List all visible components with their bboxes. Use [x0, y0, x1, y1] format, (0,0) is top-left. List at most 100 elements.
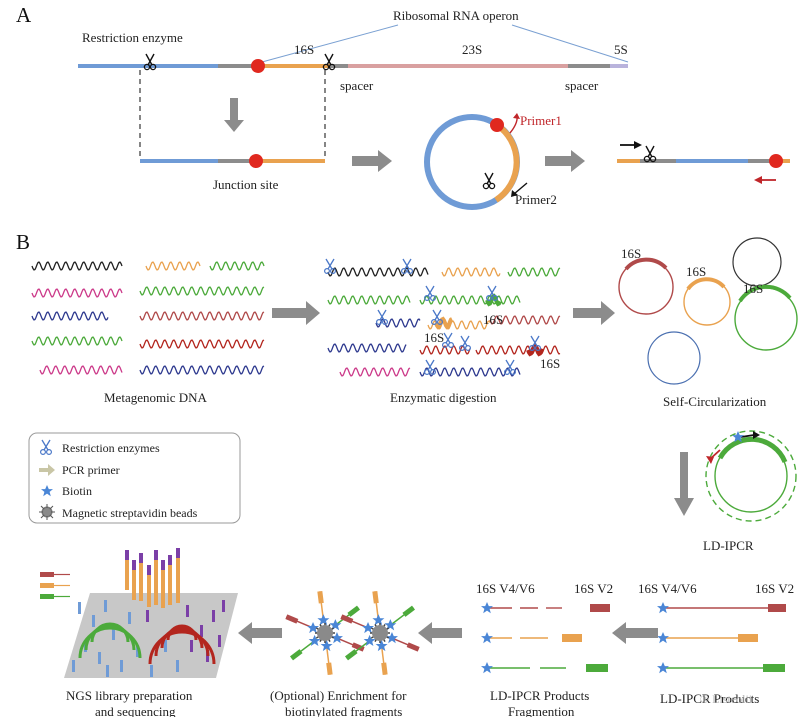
bead-cluster [340, 591, 420, 675]
legend-box [28, 432, 241, 524]
read-bar [168, 565, 172, 605]
dna-strand [489, 315, 561, 325]
read-arc [84, 624, 136, 651]
panel-a-letter: A [16, 3, 32, 27]
reverse-primer-arrow [754, 176, 776, 184]
primer1-label: Primer1 [520, 113, 562, 128]
read-bar [146, 610, 149, 622]
read-bar [112, 628, 115, 640]
read-bar [176, 660, 179, 672]
legend-item-label: Restriction enzymes [62, 441, 160, 455]
dna-strand [327, 267, 429, 277]
junction-site-label: Junction site [213, 177, 279, 192]
read-bar [150, 665, 153, 677]
down-arrow [674, 452, 694, 516]
ngs-legend-mini [40, 572, 70, 599]
sequencing-flowcell [64, 593, 238, 678]
right-arrow [573, 301, 615, 325]
read-bar [132, 560, 136, 570]
dna-strand [327, 295, 411, 305]
scissors-icon [375, 309, 389, 326]
read-bar [128, 612, 131, 624]
scissors-icon [482, 172, 496, 190]
read-bar [98, 652, 101, 664]
dna-strand [139, 286, 265, 296]
gene-23s-label: 23S [462, 42, 482, 57]
bead-clusters [285, 591, 420, 675]
read-bar [168, 555, 172, 565]
circularized-molecules [618, 237, 798, 385]
ngs-title-line2: and sequencing [95, 704, 176, 717]
self-circularization-label: Self-Circularization [663, 394, 767, 409]
metagenomic-dna-waves [31, 261, 265, 375]
dna-strand [339, 367, 411, 377]
bead-icon [39, 504, 55, 520]
dna-strand [441, 267, 501, 277]
fragmentation-left-label: 16S V4/V6 [476, 581, 535, 596]
circle-16s-label: 16S [743, 281, 763, 296]
sequencing-reads [72, 548, 225, 677]
digested-dna-waves [327, 267, 561, 377]
dna-strand [419, 295, 521, 305]
dna-strand [209, 261, 265, 271]
fragment-16s-label: 16S [540, 356, 560, 371]
read-bar [218, 635, 221, 647]
fragmented-lines [488, 604, 610, 672]
primer2-arrow [513, 182, 528, 195]
scissors-icon [323, 258, 337, 275]
read-bar [136, 645, 139, 657]
junction-dot-fragment [249, 154, 263, 168]
circle-16s-label: 16S [686, 264, 706, 279]
junction-dot-genome [251, 59, 265, 73]
dna-strand [31, 311, 109, 321]
dna-strand [475, 345, 561, 355]
star-icon [372, 614, 385, 626]
bead-cluster [285, 591, 365, 675]
right-arrow [272, 301, 320, 325]
dna-strand [31, 336, 123, 346]
fragment-16s-label: 16S [424, 330, 444, 345]
down-arrow [224, 98, 244, 132]
left-arrow [612, 622, 658, 644]
dna-strand [31, 261, 123, 271]
read-arc [166, 624, 198, 641]
read-bar [212, 610, 215, 622]
read-bar [154, 560, 158, 605]
products-title: LD-IPCR Products [660, 691, 759, 706]
left-arrow [238, 622, 282, 644]
star-icon [317, 614, 330, 626]
enrichment-title-line1: (Optional) Enrichment for [270, 688, 407, 703]
spacer-label-1: spacer [340, 78, 374, 93]
dna-strand [139, 365, 265, 375]
dna-strand [145, 261, 201, 271]
primer2-label: Primer2 [515, 192, 557, 207]
read-bar [72, 660, 75, 672]
enrichment-title-line2: biotinylated fragments [285, 704, 402, 717]
read-bar [106, 665, 109, 677]
read-arc [90, 622, 130, 643]
read-bar [139, 553, 143, 563]
panel-b-letter: B [16, 230, 30, 254]
gene-5s-label: 5S [614, 42, 628, 57]
read-bar [154, 550, 158, 560]
scissors-icon [400, 258, 414, 275]
legend-item-label: Biotin [62, 484, 92, 498]
read-arc [154, 628, 210, 657]
dna-strand [139, 311, 265, 321]
restriction-enzyme-label: Restriction enzyme [82, 30, 183, 45]
read-bar [147, 565, 151, 575]
read-bar [120, 660, 123, 672]
read-bar [132, 570, 136, 600]
watermark: ® Listeolii [700, 692, 753, 706]
read-bar [176, 558, 180, 603]
fragmentation-title-line2: Fragmention [508, 704, 575, 717]
read-bar [190, 640, 193, 652]
junction-dot-circle [490, 118, 504, 132]
ngs-title-line1: NGS library preparation [66, 688, 193, 703]
dna-strand [419, 345, 471, 355]
dna-strand [419, 367, 521, 377]
arrow-icon [39, 464, 55, 476]
read-bar [92, 615, 95, 627]
bead-icon [372, 625, 388, 641]
